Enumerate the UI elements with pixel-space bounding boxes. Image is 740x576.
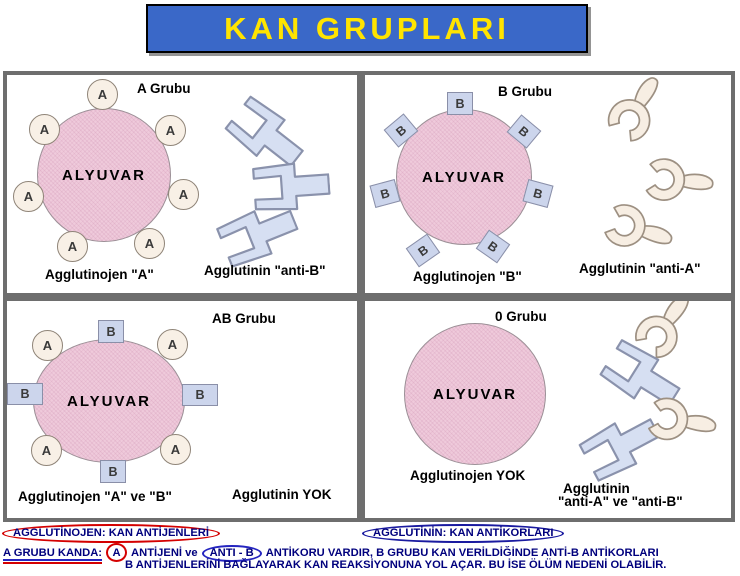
agglutinin-label: Agglutinin YOK: [232, 487, 332, 502]
cell-label: ALYUVAR: [421, 168, 506, 186]
antigen-b: B: [98, 320, 124, 343]
agglutinojen-label: Agglutinojen "A" ve "B": [18, 489, 172, 504]
a-antigen-highlight: A: [106, 543, 128, 562]
antigen-a: A: [134, 228, 165, 259]
antigen-a: A: [32, 330, 63, 361]
anti-b-highlight: ANTI - B: [201, 544, 262, 562]
panel-0-title: 0 Grubu: [495, 309, 547, 324]
panel-0-grubu: 0 Grubu ALYUVAR Agglutinojen YOK Aggluti…: [365, 301, 731, 518]
cell-label: ALYUVAR: [61, 166, 146, 184]
blood-group-grid: A Grubu ALYUVAR A A A A A A A Agglutinoj…: [3, 71, 735, 522]
antigen-b: B: [447, 92, 473, 115]
antigen-b: B: [182, 384, 218, 406]
antigen-a: A: [29, 114, 60, 145]
panel-b-title: B Grubu: [498, 84, 552, 99]
cell-label: ALYUVAR: [432, 385, 517, 403]
antigen-a: A: [13, 181, 44, 212]
agglutinin-label-line2: "anti-A" ve "anti-B": [558, 494, 683, 509]
agglutinojen-label: Agglutinojen "B": [413, 269, 522, 284]
antigen-a: A: [87, 79, 118, 110]
antigen-a: A: [31, 435, 62, 466]
footer-line2: A GRUBU KANDA: A ANTİJENİ ve ANTI - B AN…: [3, 543, 659, 564]
agglutinin-label: Agglutinin "anti-A": [579, 261, 701, 276]
agglutinin-label-line1: Agglutinin: [563, 481, 630, 496]
antigen-a: A: [160, 434, 191, 465]
antigen-b: B: [7, 383, 43, 405]
antigen-b: B: [369, 179, 401, 208]
cell-label: ALYUVAR: [66, 392, 151, 410]
agglutinin-label: Agglutinin "anti-B": [204, 263, 326, 278]
footer-line3: B ANTİJENLERİNİ BAĞLAYARAK KAN REAKSİYON…: [125, 559, 667, 571]
panel-a-grubu: A Grubu ALYUVAR A A A A A A A Agglutinoj…: [7, 75, 357, 293]
footer-line2-lead: A GRUBU KANDA:: [3, 547, 103, 564]
page-title: KAN GRUPLARI: [224, 10, 510, 46]
panel-ab-title: AB Grubu: [212, 311, 276, 326]
legend-agglutinojen: AGGLUTİNOJEN: KAN ANTİJENLERİ: [2, 524, 220, 543]
antigen-b: B: [100, 460, 126, 483]
legend-agglutinin: AGGLUTİNİN: KAN ANTİKORLARI: [362, 524, 565, 543]
antigen-b: B: [522, 179, 554, 208]
antigen-a: A: [57, 231, 88, 262]
red-blood-cell: ALYUVAR: [37, 108, 171, 242]
footer-line2-text: ANTİJENİ ve: [131, 546, 198, 559]
title-banner: KAN GRUPLARI: [146, 4, 588, 53]
antigen-a: A: [168, 179, 199, 210]
agglutinojen-label: Agglutinojen "A": [45, 267, 154, 282]
panel-a-title: A Grubu: [137, 81, 191, 96]
red-blood-cell: ALYUVAR: [404, 323, 546, 465]
agglutinojen-label: Agglutinojen YOK: [410, 468, 526, 483]
antigen-a: A: [155, 115, 186, 146]
panel-ab-grubu: AB Grubu ALYUVAR B B B B A A A A Aggluti…: [7, 301, 357, 518]
panel-b-grubu: B Grubu ALYUVAR B B B B B B B Agglutinoj…: [365, 75, 731, 293]
antigen-a: A: [157, 329, 188, 360]
footer-line2-rest: ANTİKORU VARDIR, B GRUBU KAN VERİLDİĞİND…: [265, 546, 659, 559]
